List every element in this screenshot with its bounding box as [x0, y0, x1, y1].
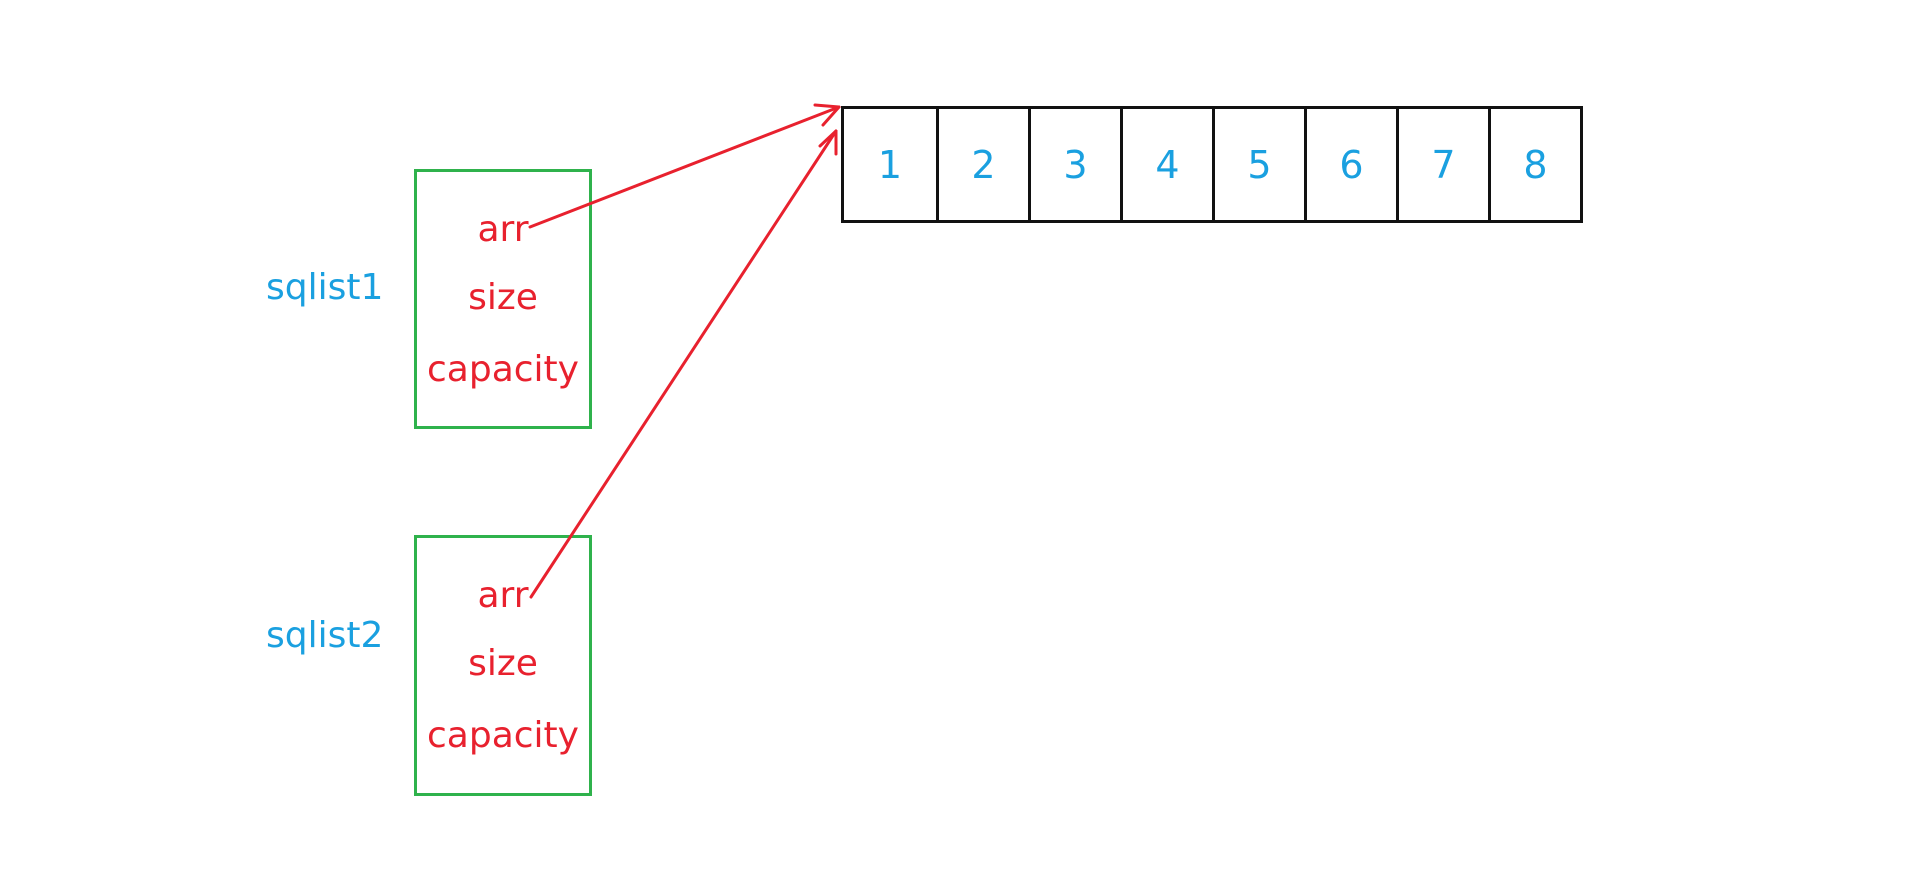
sqlist1-field-capacity: capacity [427, 349, 579, 390]
array-cell-4: 4 [1120, 109, 1212, 220]
sqlist2-label: sqlist2 [266, 615, 384, 656]
sqlist2-field-arr: arr [477, 575, 529, 616]
sqlist1-box: arr size capacity [414, 169, 592, 429]
array-cell-5: 5 [1212, 109, 1304, 220]
array-block: 1 2 3 4 5 6 7 8 [841, 106, 1583, 223]
sqlist1-field-arr: arr [477, 209, 529, 250]
sqlist2-box: arr size capacity [414, 535, 592, 796]
sqlist1-label: sqlist1 [266, 267, 384, 308]
sqlist1-field-size: size [468, 277, 538, 318]
array-cell-3: 3 [1028, 109, 1120, 220]
array-cell-7: 7 [1396, 109, 1488, 220]
array-cell-2: 2 [936, 109, 1028, 220]
array-cell-1: 1 [877, 142, 903, 187]
sqlist2-field-capacity: capacity [427, 715, 579, 756]
array-cell-8: 8 [1488, 109, 1580, 220]
arrowhead-sqlist1 [813, 103, 841, 127]
array-cell-6: 6 [1304, 109, 1396, 220]
arrowhead-sqlist2 [818, 129, 838, 156]
sqlist2-field-size: size [468, 643, 538, 684]
